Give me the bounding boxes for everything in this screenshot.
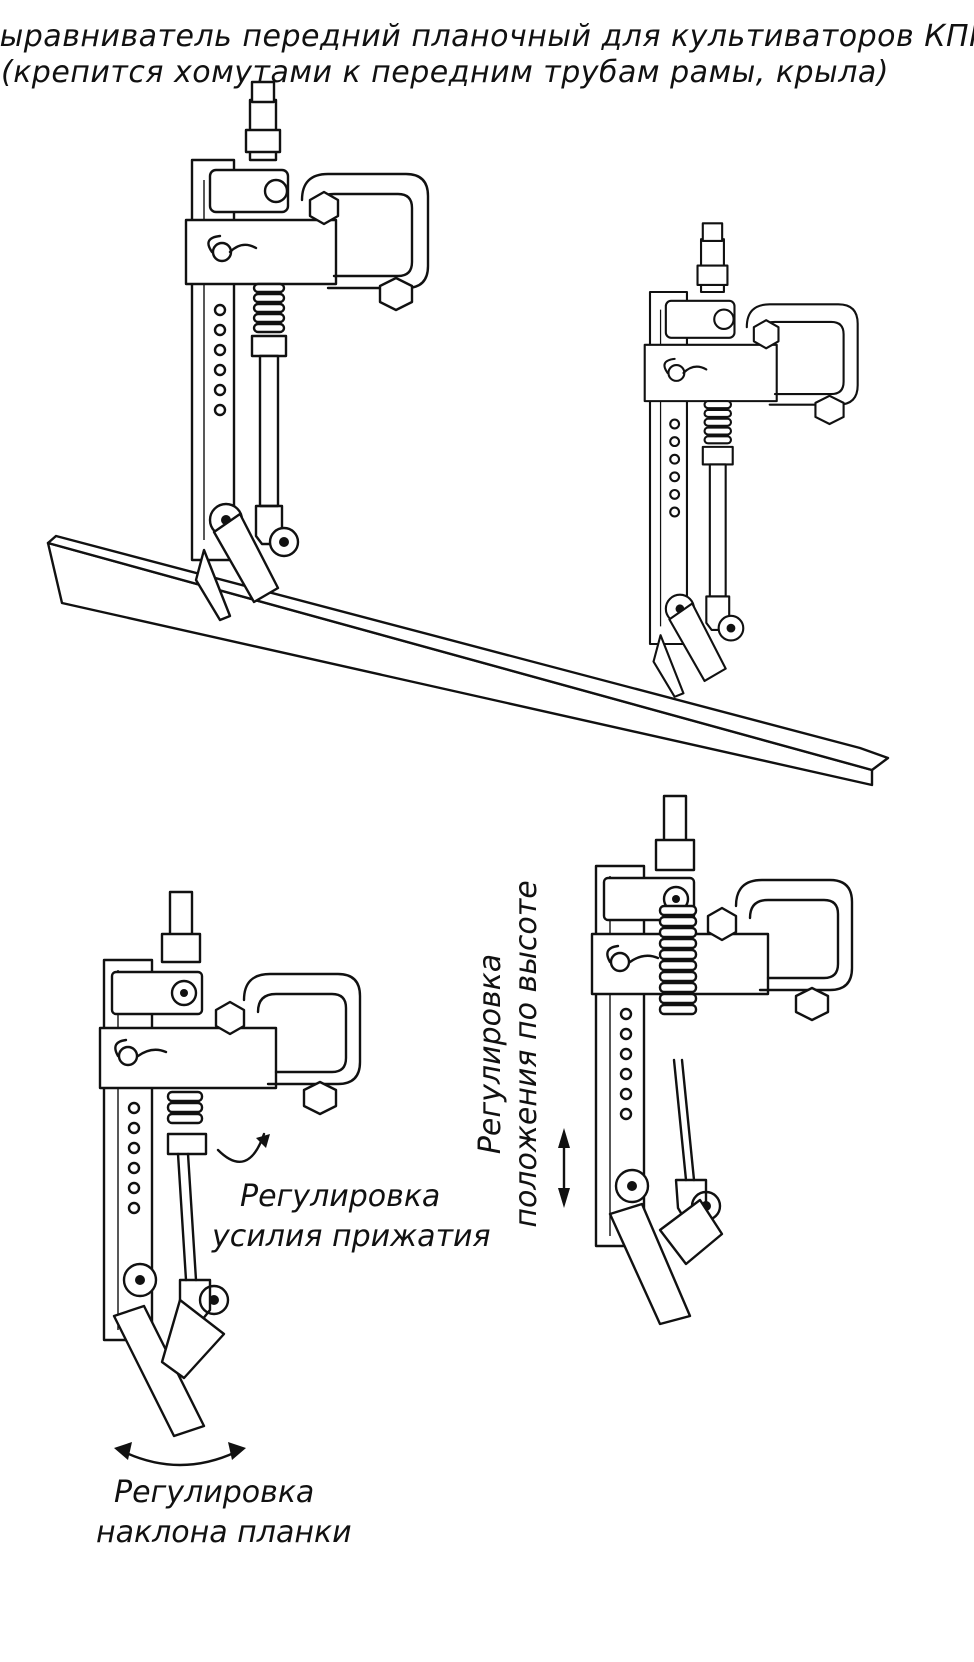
tilt-label-line-1: Регулировка (114, 1475, 314, 1510)
bracket-assembly-right (643, 222, 859, 698)
bracket-assembly-left (184, 80, 430, 622)
side-view-right (590, 794, 854, 1326)
side-view-left (98, 890, 362, 1438)
pressure-label-line-1: Регулировка (240, 1179, 440, 1214)
height-label-line-1: Регулировка (473, 954, 508, 1154)
tilt-arrow (114, 1442, 246, 1467)
leveling-bar (46, 534, 890, 787)
pressure-label-line-2: усилия прижатия (211, 1219, 491, 1254)
title-line-1: Выравниватель передний планочный для кул… (0, 19, 974, 54)
tilt-label-line-2: наклона планки (96, 1515, 352, 1550)
height-arrow (558, 1128, 570, 1208)
height-label-line-2: положения по высоте (509, 880, 544, 1227)
pressure-arrow (216, 1132, 270, 1163)
title-line-2: (крепится хомутами к передним трубам рам… (1, 55, 889, 90)
